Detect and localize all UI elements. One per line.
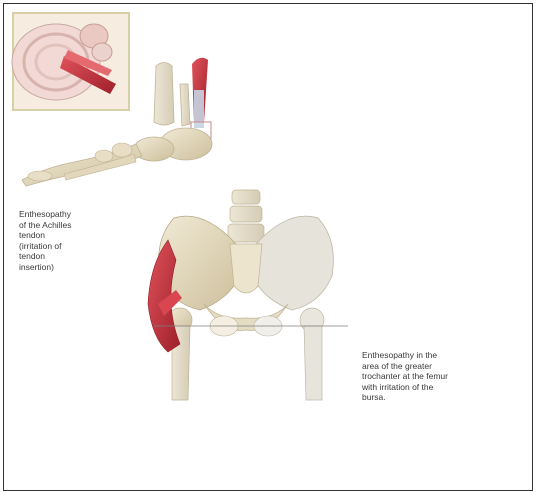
tendon-inset [12, 13, 129, 110]
achilles-caption: Enthesopathy of the Achilles tendon (irr… [19, 209, 109, 272]
figure-frame: Enthesopathy of the Achilles tendon (irr… [3, 3, 533, 491]
pelvis-skeleton [148, 190, 348, 400]
trochanter-caption: Enthesopathy in the area of the greater … [362, 350, 482, 403]
